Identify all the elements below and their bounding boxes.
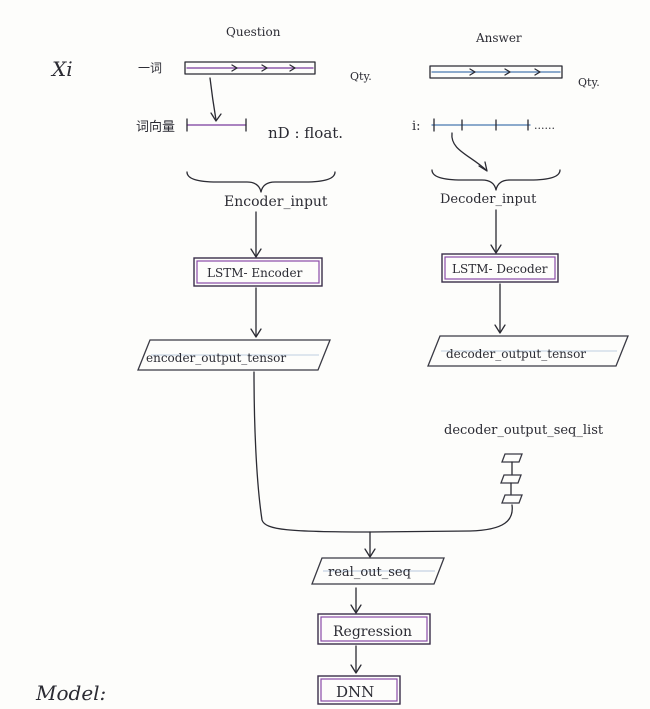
decoder-curve-arrow [451, 132, 487, 171]
one-word-label: 一词 [138, 61, 162, 75]
real-out-seq-shape [311, 557, 445, 585]
xi-label: Xi [50, 57, 73, 81]
decoder-merge-line [369, 504, 513, 533]
seq-list-stack-icon [500, 453, 523, 504]
lstm-decoder-label: LSTM- Decoder [452, 262, 548, 276]
word-vector-label: 词向量 [136, 119, 175, 135]
lstm-decoder-box [441, 253, 559, 283]
decoder-output-tensor-label: decoder_output_tensor [446, 347, 586, 361]
dnn-box [317, 675, 401, 705]
regression-label: Regression [333, 624, 412, 640]
encoder-input-label: Encoder_input [224, 194, 328, 210]
answer-header: Answer [475, 31, 522, 45]
dots-label: ...... [534, 119, 555, 132]
encoder-output-tensor-shape [137, 339, 331, 371]
encoder-brace [186, 171, 336, 193]
qty-right-label: Qty. [578, 76, 600, 89]
model-label: Model: [35, 681, 106, 705]
question-input-bar [184, 61, 316, 75]
real-out-seq-label: real_out_seq [328, 565, 411, 580]
lstm-encoder-label: LSTM- Encoder [207, 266, 303, 280]
decoder-sequence-bar [431, 118, 531, 132]
lstm-encoder-box [193, 257, 323, 287]
decoder-output-tensor-shape [427, 335, 629, 367]
word-vector-bar [186, 118, 247, 132]
regression-box [317, 613, 431, 645]
encoder-output-tensor-label: encoder_output_tensor [146, 351, 286, 365]
qty-left-label: Qty. [350, 70, 372, 83]
decoder-input-label: Decoder_input [440, 192, 537, 207]
nd-float-label: nD : float. [268, 124, 343, 142]
decoder-output-seq-list-label: decoder_output_seq_list [444, 423, 604, 438]
decoder-brace [431, 169, 561, 191]
encoder-merge-line [253, 371, 371, 533]
question-header: Question [226, 25, 281, 39]
answer-input-bar [429, 65, 563, 79]
arrow-to-word-vector [209, 77, 217, 121]
i-prefix-label: i: [412, 119, 421, 134]
dnn-label: DNN [336, 683, 374, 701]
